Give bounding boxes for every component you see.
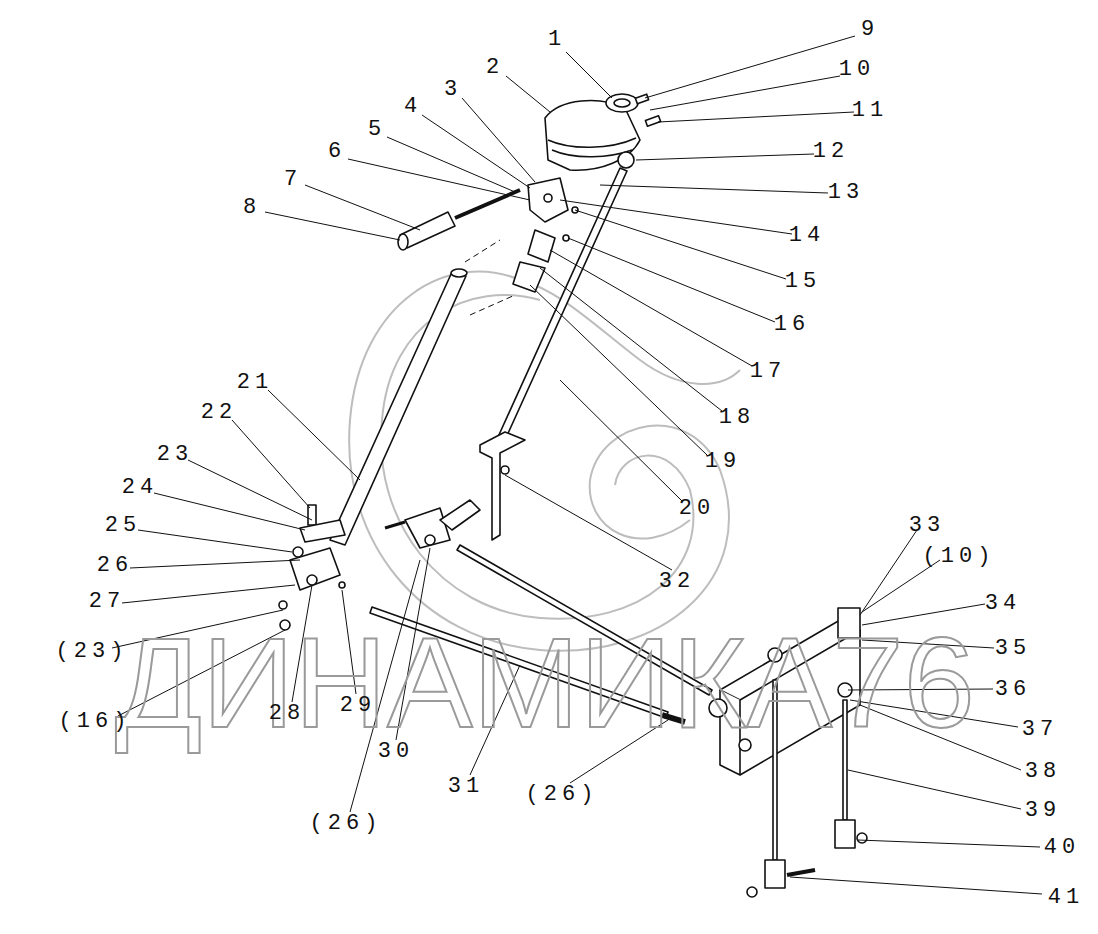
hidden-line bbox=[465, 240, 515, 315]
callout-number: 40 bbox=[1044, 837, 1080, 859]
callout-number: 1 bbox=[548, 29, 566, 51]
callout-number: 22 bbox=[201, 402, 237, 424]
callout-number: 6 bbox=[328, 141, 346, 163]
callout-number: 23 bbox=[157, 444, 193, 466]
callout-number: 36 bbox=[995, 679, 1031, 701]
parts bbox=[279, 94, 867, 897]
callout-number: 11 bbox=[852, 100, 888, 122]
callout-number: 17 bbox=[750, 361, 786, 383]
clevis bbox=[835, 820, 855, 848]
callout-number: 3 bbox=[444, 79, 462, 101]
callout-number: (26) bbox=[310, 813, 383, 835]
callout-number: 28 bbox=[269, 703, 305, 725]
lever-mechanism bbox=[405, 508, 450, 548]
callout-number: (16) bbox=[59, 711, 132, 733]
tube bbox=[330, 272, 466, 545]
callout-number: 33 bbox=[909, 515, 945, 537]
callout-number: 18 bbox=[719, 407, 755, 429]
callout-number: 32 bbox=[659, 571, 695, 593]
callout-number: 10 bbox=[839, 59, 875, 81]
callout-number: 12 bbox=[813, 141, 849, 163]
callout-number: 35 bbox=[995, 638, 1031, 660]
callout-number: 39 bbox=[1025, 800, 1061, 822]
callout-number: 8 bbox=[243, 197, 261, 219]
watermark: ДИНАМИКА76 bbox=[115, 619, 975, 747]
callout-number: 29 bbox=[340, 695, 376, 717]
callout-number: 25 bbox=[105, 515, 141, 537]
callout-number: 21 bbox=[237, 372, 273, 394]
callout-number: 19 bbox=[705, 451, 741, 473]
callout-number: 15 bbox=[785, 271, 821, 293]
callout-number: 4 bbox=[404, 96, 422, 118]
clevis bbox=[765, 860, 785, 888]
callout-number: 5 bbox=[368, 119, 386, 141]
callout-number: 34 bbox=[985, 593, 1021, 615]
callout-number: 38 bbox=[1025, 761, 1061, 783]
rod bbox=[498, 168, 627, 440]
callout-number: 30 bbox=[378, 741, 414, 763]
callout-number: 16 bbox=[774, 314, 810, 336]
callout-number: 13 bbox=[828, 182, 864, 204]
callout-number: 27 bbox=[89, 591, 125, 613]
callout-number: 26 bbox=[97, 555, 133, 577]
callout-number: 24 bbox=[122, 477, 158, 499]
ball-joint bbox=[618, 152, 634, 168]
callout-number: 14 bbox=[789, 225, 825, 247]
callout-number: 9 bbox=[861, 19, 879, 41]
bolt bbox=[308, 505, 316, 525]
callout-number: (26) bbox=[526, 784, 599, 806]
lever bbox=[300, 520, 345, 542]
callout-number: (23) bbox=[56, 641, 129, 663]
callout-number: 20 bbox=[679, 498, 715, 520]
callout-number: (10) bbox=[923, 546, 996, 568]
callout-number: 7 bbox=[284, 169, 302, 191]
bracket bbox=[480, 432, 525, 540]
callout-number: 37 bbox=[1022, 719, 1058, 741]
callout-number: 41 bbox=[1048, 887, 1084, 909]
leader-lines bbox=[112, 36, 1042, 894]
callout-number: 31 bbox=[448, 776, 484, 798]
callout-number: 2 bbox=[486, 57, 504, 79]
